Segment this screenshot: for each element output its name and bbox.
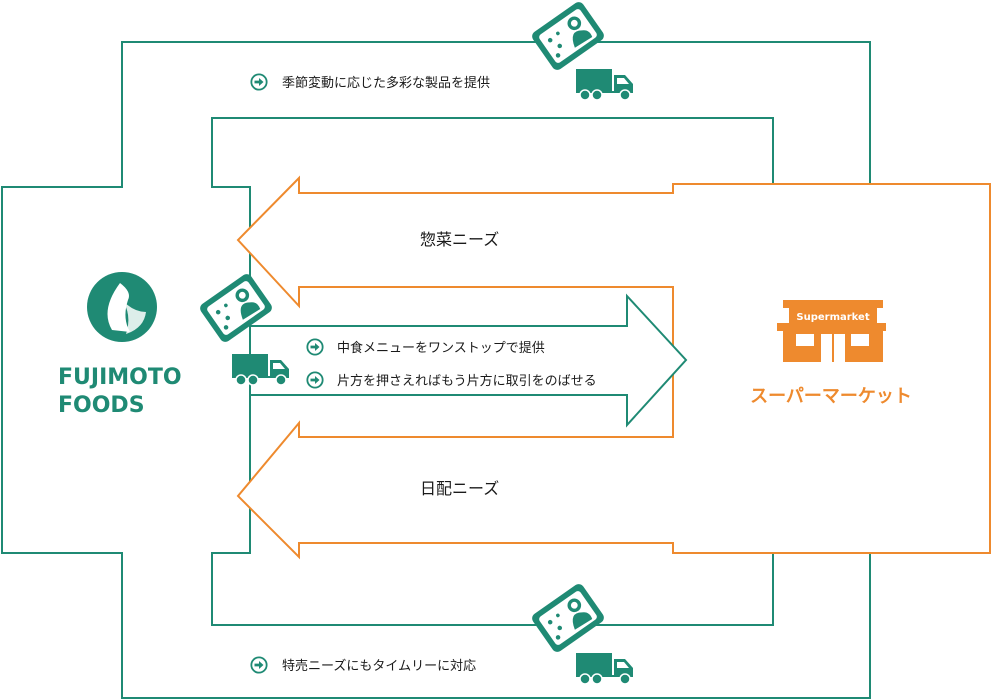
- supermarket-label: スーパーマーケット: [750, 386, 912, 407]
- arrow-circle-icon: [306, 371, 324, 389]
- arrow-circle-icon: [306, 338, 324, 356]
- company-name-line1: FUJIMOTO: [58, 365, 182, 390]
- store-icon: [777, 300, 886, 362]
- arrow-circle-icon: [250, 73, 268, 91]
- supermarket-needs-flow: [236, 175, 991, 560]
- nippai-needs-label: 日配ニーズ: [420, 479, 499, 498]
- menu-offer-arrow: [249, 293, 688, 428]
- top-flow-text: 季節変動に応じた多彩な製品を提供: [282, 75, 490, 91]
- leaf-flame-logo: [87, 272, 157, 342]
- sozai-needs-label: 惣菜ニーズ: [420, 230, 499, 249]
- middle-flow-text-1: 中食メニューをワンストップで提供: [337, 340, 545, 356]
- middle-flow-text-2: 片方を押さえればもう片方に取引をのばせる: [337, 373, 597, 389]
- arrow-circle-icon: [250, 656, 268, 674]
- store-sign: Supermarket: [796, 312, 869, 323]
- bottom-flow-text: 特売ニーズにもタイムリーに対応: [282, 658, 476, 674]
- company-name-line2: FOODS: [58, 393, 145, 418]
